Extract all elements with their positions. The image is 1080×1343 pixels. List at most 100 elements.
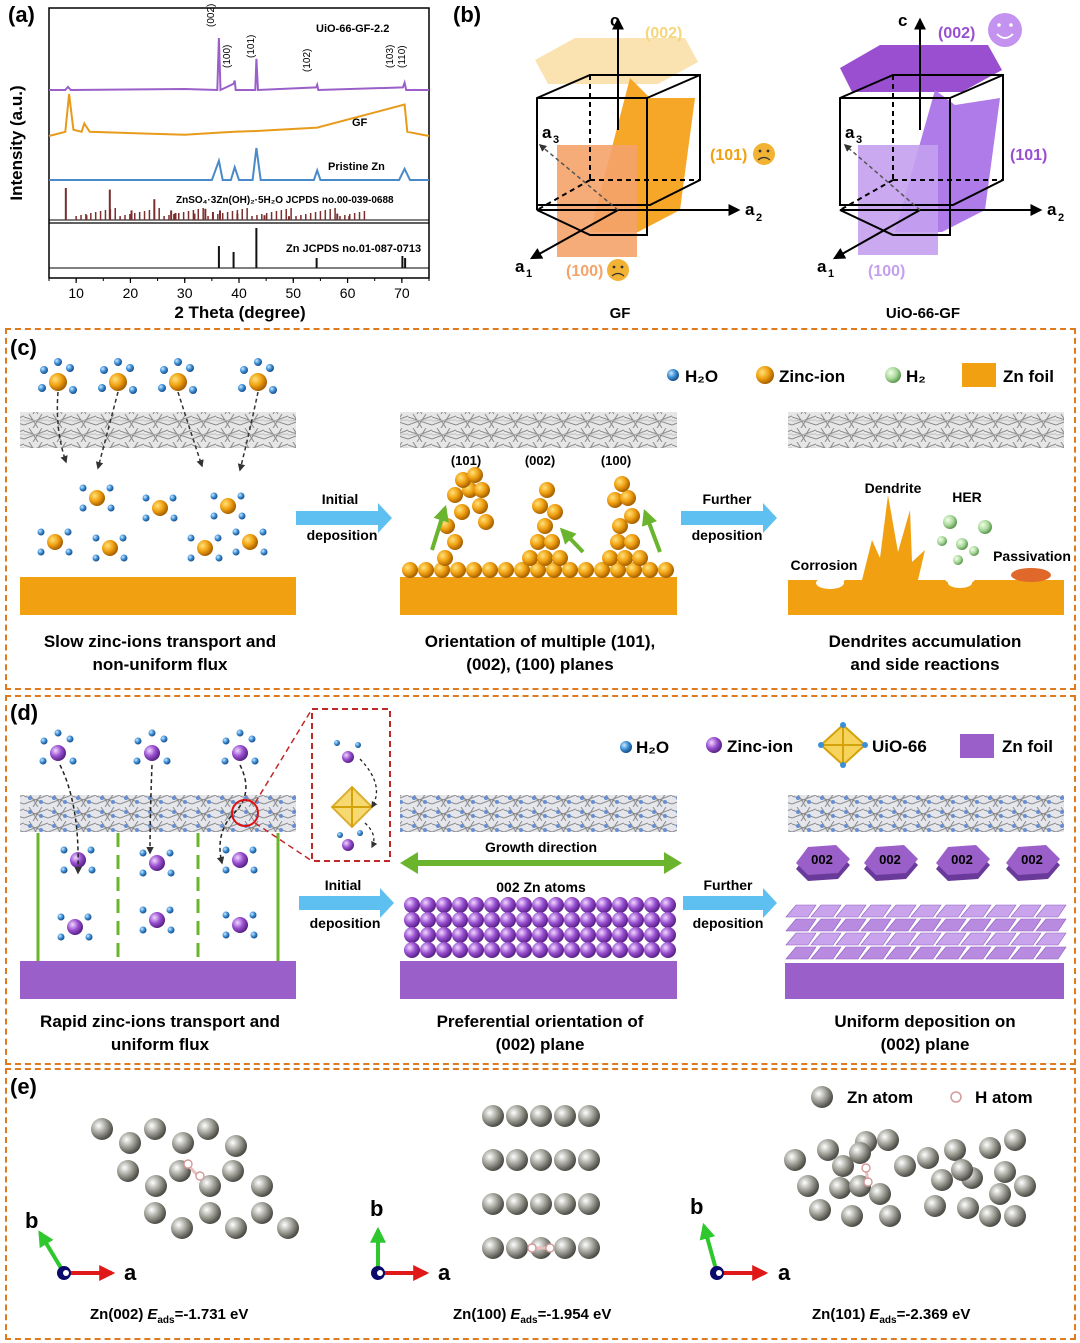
ion (514, 562, 530, 578)
ion (644, 912, 660, 928)
panel-d-diagram: H₂O Zinc-ion UiO-66 Zn foil Initial de (20, 708, 1067, 999)
ion (251, 757, 259, 765)
h-atom (195, 1171, 205, 1181)
ion (580, 897, 596, 913)
ion (617, 550, 633, 566)
zn-atom (989, 1183, 1011, 1205)
zn-atom (199, 1175, 221, 1197)
uio-axis-a2: a (1047, 200, 1057, 219)
zn-atom (506, 1193, 528, 1215)
xrd-series-2 (49, 147, 429, 181)
layer-tile (885, 946, 917, 960)
ion (57, 933, 65, 941)
ion (215, 554, 223, 562)
trace-label-zn-pdf: Zn JCPDS no.01-087-0713 (286, 243, 421, 255)
ion (564, 942, 580, 958)
ion (37, 548, 45, 556)
ion (452, 912, 468, 928)
zoom-uio-crystal (330, 785, 374, 829)
xrd-tick-label: 70 (394, 285, 410, 301)
panel-c-frame (5, 328, 1076, 690)
ion (119, 534, 127, 542)
ion (612, 912, 628, 928)
initial-deposition-arrow (296, 503, 392, 533)
ion (548, 927, 564, 943)
ion (548, 897, 564, 913)
ion (484, 942, 500, 958)
panel-e-frame (5, 1068, 1076, 1340)
ion (66, 735, 74, 743)
layer-tile (1035, 946, 1067, 960)
her-label: HER (952, 489, 982, 505)
zn-atom (797, 1175, 819, 1197)
ion (254, 358, 262, 366)
layer-tile (910, 904, 942, 918)
zn-atom (225, 1135, 247, 1157)
ion (404, 912, 420, 928)
layer-tile (785, 904, 817, 918)
gf-axis-a2: a (745, 200, 755, 219)
gf-axis-c: c (610, 11, 619, 30)
zn-atom (530, 1149, 552, 1171)
gf-membrane-2 (400, 412, 677, 448)
h-atom (183, 1159, 193, 1169)
svg-text:2: 2 (1058, 212, 1064, 224)
ion (436, 912, 452, 928)
ion (452, 942, 468, 958)
ion (537, 518, 553, 534)
ion (49, 373, 67, 391)
ion (420, 927, 436, 943)
ion (240, 366, 248, 374)
zn-atom (554, 1193, 576, 1215)
zn-atom (117, 1160, 139, 1182)
ion (539, 482, 555, 498)
xrd-series-1 (48, 93, 430, 137)
ion (54, 729, 62, 737)
layer-tile (910, 946, 942, 960)
ion (67, 919, 83, 935)
layer-tile (985, 946, 1017, 960)
zn-atom (979, 1205, 1001, 1227)
gf-caption: GF (610, 305, 631, 322)
axis-a-3: a (778, 1260, 791, 1285)
svg-text:3: 3 (856, 134, 862, 146)
ion (65, 548, 73, 556)
layer-tile (935, 918, 967, 932)
ion (580, 942, 596, 958)
ion (54, 358, 62, 366)
ion (530, 562, 546, 578)
ion (610, 562, 626, 578)
zn-atom (554, 1237, 576, 1259)
panel-d-frame (5, 695, 1076, 1065)
ion (238, 512, 246, 520)
ion (467, 467, 483, 483)
d-zinc-ion-cluster (39, 729, 259, 941)
layer-tile (985, 904, 1017, 918)
layer-tile (860, 932, 892, 946)
ion (516, 912, 532, 928)
panel-label-c: (c) (10, 335, 37, 360)
arrow1-bottom: deposition (307, 527, 378, 543)
zoom-inset (311, 708, 391, 862)
ion (548, 912, 564, 928)
ion (484, 897, 500, 913)
zn-atom (1014, 1175, 1036, 1197)
ion (214, 534, 222, 542)
xrd-tick-label: 50 (285, 285, 301, 301)
ion (210, 492, 218, 500)
ion (500, 927, 516, 943)
ion (269, 386, 277, 394)
layer-tile (835, 946, 867, 960)
happy-face-icon (988, 13, 1022, 47)
layer-tile (835, 904, 867, 918)
ion (40, 366, 48, 374)
ion (220, 498, 236, 514)
d-initial-arrow (299, 888, 394, 918)
layer-tile (910, 932, 942, 946)
ion (420, 912, 436, 928)
ion (420, 897, 436, 913)
ion (532, 927, 548, 943)
ion (516, 942, 532, 958)
ion (210, 512, 218, 520)
